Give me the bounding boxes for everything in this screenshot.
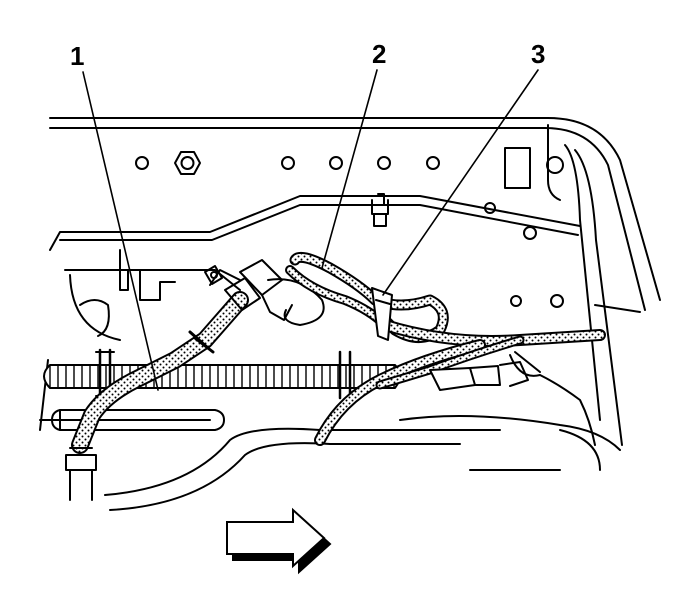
right-arrow-icon	[226, 507, 332, 575]
leader-lines	[82, 69, 539, 391]
hex-nut	[174, 151, 201, 175]
lower-tube	[51, 409, 225, 431]
lower-housing	[104, 415, 621, 511]
corrugated-conduit	[43, 348, 401, 400]
harness-clip	[371, 287, 393, 341]
harness-connector-block	[429, 351, 596, 446]
callout-3: 3	[531, 39, 545, 69]
rail-clip	[371, 193, 389, 227]
callout-1: 1	[70, 41, 84, 71]
callout-2: 2	[372, 39, 386, 69]
rail-holes	[135, 156, 564, 308]
braided-hose	[65, 277, 261, 501]
wiring-harness	[285, 251, 606, 446]
frame-rail	[49, 117, 661, 446]
